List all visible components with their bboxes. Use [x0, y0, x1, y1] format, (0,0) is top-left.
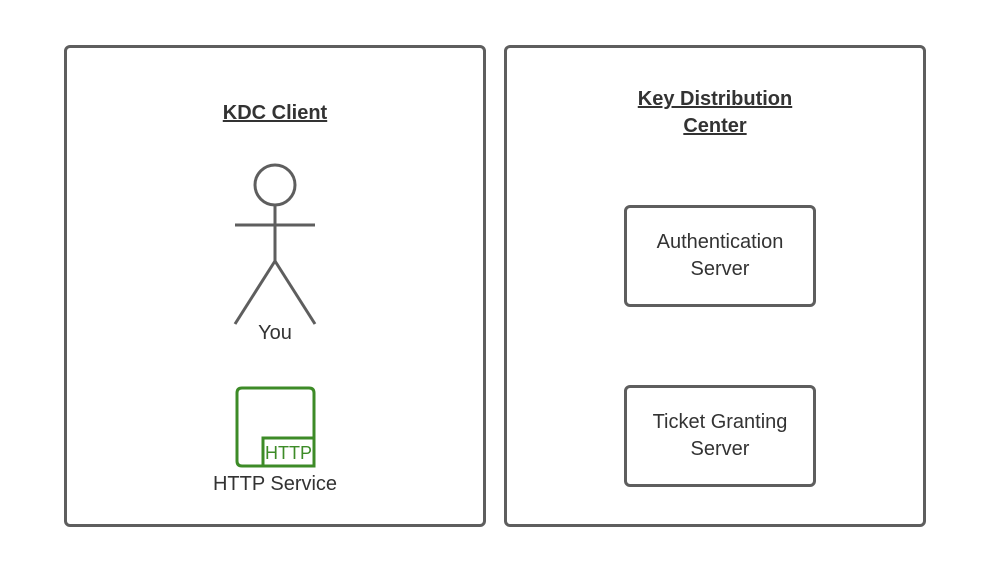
- kdc-title-line1: Key Distribution: [637, 88, 793, 110]
- http-service-icon: HTTP: [235, 386, 316, 468]
- kdc-title: Key Distribution Center: [504, 86, 926, 140]
- person-icon: [233, 163, 317, 325]
- http-service-label: HTTP Service: [212, 473, 338, 495]
- box-line: Server: [690, 438, 750, 460]
- kdc-title-line2: Center: [683, 115, 747, 137]
- kdc-client-title: KDC Client: [222, 102, 328, 124]
- box-line: Server: [690, 258, 750, 280]
- box-line: Authentication: [656, 231, 784, 253]
- kdc-client-panel: [64, 45, 486, 527]
- actor-label: You: [258, 322, 292, 344]
- http-badge: HTTP: [265, 443, 312, 463]
- box-line: Ticket Granting: [652, 411, 788, 433]
- kdc-panel: [504, 45, 926, 527]
